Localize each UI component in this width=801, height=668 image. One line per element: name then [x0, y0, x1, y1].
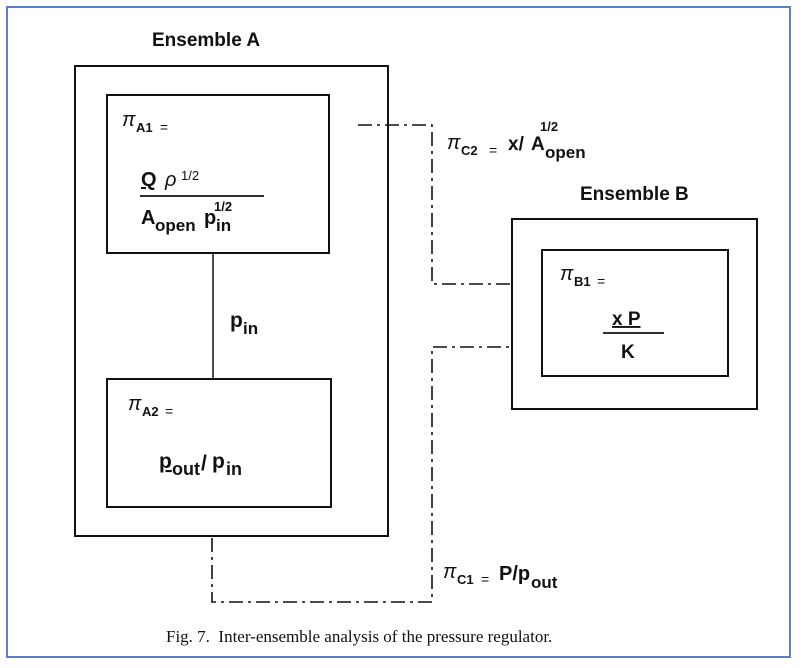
svg-text:p: p [230, 309, 243, 332]
svg-text:Q: Q [141, 169, 157, 191]
pi-a2-box [106, 378, 332, 508]
svg-text:π: π [447, 132, 461, 154]
svg-text:A: A [531, 134, 545, 155]
svg-text:=: = [597, 273, 605, 289]
svg-text:B1: B1 [574, 274, 591, 289]
svg-text:in: in [216, 216, 231, 235]
pi-a1-box [106, 94, 330, 254]
pi-b1-label: π B1 = [560, 263, 605, 289]
svg-text:π: π [443, 561, 457, 583]
svg-text:in: in [243, 319, 258, 338]
pi-b1-denominator: K [621, 342, 635, 363]
svg-text:=: = [481, 571, 489, 587]
svg-text:A1: A1 [136, 120, 153, 135]
svg-text:A: A [141, 207, 155, 229]
pi-a1-numerator: Q ρ 1/2 [141, 168, 199, 191]
svg-text:1/2: 1/2 [181, 168, 199, 183]
svg-text:ρ: ρ [164, 169, 176, 191]
svg-text:C1: C1 [457, 572, 474, 587]
svg-text:out: out [531, 573, 558, 592]
pi-a2-expression: p out / p in [159, 450, 242, 479]
ensemble-b-box [511, 218, 758, 410]
svg-text:in: in [226, 459, 242, 479]
pi-a1-label: π A1 = [122, 109, 168, 135]
svg-text:=: = [165, 403, 173, 419]
pi-c1-label: π C1 = P/p out [443, 561, 558, 592]
c2-connector [358, 124, 512, 285]
svg-text:1/2: 1/2 [540, 119, 558, 134]
svg-text:p: p [204, 207, 216, 229]
p-in-label: p in [230, 309, 258, 338]
svg-text:open: open [155, 216, 196, 235]
svg-text:out: out [172, 459, 200, 479]
svg-text:p: p [159, 450, 172, 473]
ensemble-a-title: Ensemble A [152, 30, 260, 51]
c1-connector [211, 346, 512, 603]
svg-text:p: p [212, 450, 225, 473]
svg-text:/: / [201, 452, 207, 475]
pi-b1-numerator: x P [612, 309, 641, 330]
figure-frame [6, 6, 791, 658]
svg-text:C2: C2 [461, 143, 478, 158]
svg-text:A2: A2 [142, 404, 159, 419]
svg-text:π: π [122, 109, 136, 131]
pi-a1-denominator: A open p 1/2 in [141, 199, 232, 235]
svg-text:π: π [128, 393, 142, 415]
pi-c2-label: π C2 = x/ A 1/2 open [447, 119, 586, 162]
pi-a2-label: π A2 = [128, 393, 173, 419]
svg-text:1/2: 1/2 [214, 199, 232, 214]
svg-text:π: π [560, 263, 574, 285]
pi-b1-box [541, 249, 729, 377]
svg-text:=: = [489, 142, 497, 158]
ensemble-b-title: Ensemble B [580, 184, 689, 205]
figure-caption: Fig. 7. Inter-ensemble analysis of the p… [166, 627, 552, 646]
svg-text:open: open [545, 143, 586, 162]
svg-text:P/p: P/p [499, 563, 530, 585]
svg-text:=: = [160, 119, 168, 135]
ensemble-a-box [74, 65, 389, 537]
svg-text:x/: x/ [508, 134, 525, 155]
